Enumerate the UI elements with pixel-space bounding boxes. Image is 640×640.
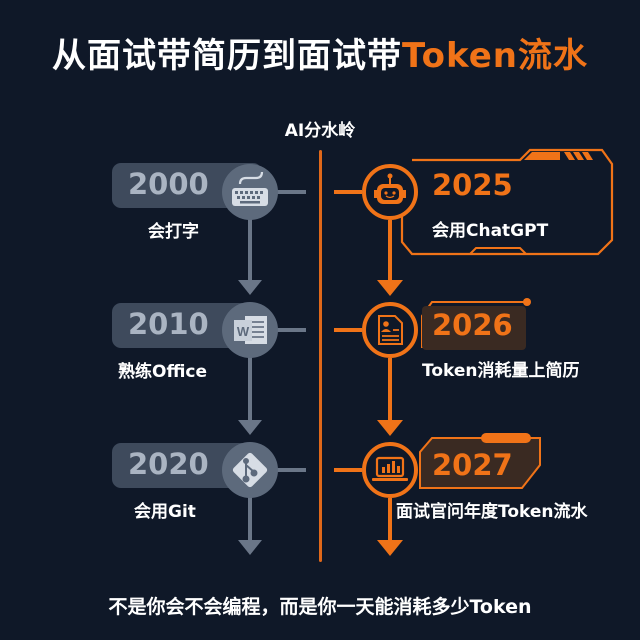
- frame-2026: [421, 298, 531, 350]
- svg-text:W: W: [237, 324, 250, 339]
- keyboard-icon: [232, 171, 268, 206]
- label-2025: 会用ChatGPT: [432, 221, 549, 241]
- label-2000: 会打字: [148, 222, 199, 242]
- year-2020: 2020: [128, 447, 209, 481]
- frame-2025: [400, 148, 614, 256]
- title-highlight: Token流水: [402, 36, 588, 76]
- divider-label: AI分水岭: [284, 121, 356, 141]
- year-2027: 2027: [432, 448, 513, 482]
- word-document-icon: W: [234, 316, 267, 344]
- year-2025: 2025: [432, 168, 513, 202]
- robot-icon: [374, 173, 406, 204]
- year-2000: 2000: [128, 167, 209, 201]
- frame-2027: [419, 433, 541, 489]
- label-2010: 熟练Office: [118, 362, 208, 382]
- footer-caption: 不是你会不会编程，而是你一天能消耗多少Token: [108, 596, 532, 618]
- year-2026: 2026: [432, 308, 513, 342]
- label-2026: Token消耗量上简历: [422, 361, 580, 381]
- git-icon: [232, 452, 268, 488]
- label-2027: 面试官问年度Token流水: [396, 502, 588, 522]
- center-divider-line: [319, 150, 322, 562]
- title-prefix: 从面试带简历到面试带: [52, 36, 402, 76]
- page-title: 从面试带简历到面试带Token流水: [0, 28, 640, 77]
- laptop-chart-icon: [372, 456, 408, 481]
- resume-icon: [378, 315, 403, 345]
- label-2020: 会用Git: [134, 502, 196, 522]
- year-2010: 2010: [128, 307, 209, 341]
